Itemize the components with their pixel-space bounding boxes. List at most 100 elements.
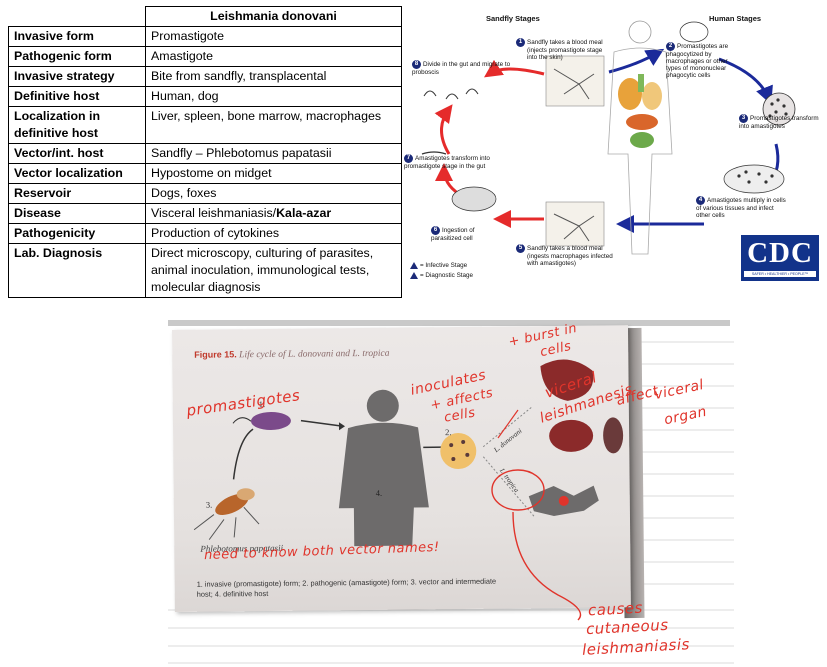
- row-key: Vector localization: [8, 163, 146, 184]
- row-value: Bite from sandfly, transplacental: [145, 66, 402, 87]
- disease-plain: Visceral leishmaniasis/: [151, 206, 277, 220]
- step-6-text: Ingestion of parasitized cell: [431, 227, 475, 242]
- row-key: Vector/int. host: [8, 143, 146, 164]
- row-value: Human, dog: [145, 86, 402, 107]
- amastigote-cells: [440, 433, 477, 470]
- row-value: Liver, spleen, bone marrow, macrophages: [145, 106, 402, 144]
- table-header-row: Leishmania donovani: [8, 6, 402, 27]
- cdc-cycle-arrows: [421, 20, 796, 255]
- promastigotes-gut: [423, 88, 479, 100]
- table-header-title: Leishmania donovani: [145, 6, 402, 27]
- step-1-number: 1: [516, 38, 525, 47]
- legend-infective-text: = Infective Stage: [420, 262, 468, 270]
- diagnostic-triangle-icon: [410, 272, 418, 279]
- row-value: Hypostome on midget: [145, 163, 402, 184]
- row-key: Lab. Diagnosis: [8, 243, 146, 298]
- row-value: Dogs, foxes: [145, 183, 402, 204]
- textbook-illustration: [193, 359, 624, 547]
- multiplying-cells: [723, 164, 785, 194]
- parasitized-cell: [451, 186, 497, 212]
- row-key: Disease: [8, 203, 146, 224]
- step-2-number: 2: [666, 42, 675, 51]
- amastigote-gut: [421, 151, 447, 155]
- row-key: Reservoir: [8, 183, 146, 204]
- legend-infective: = Infective Stage: [410, 262, 467, 269]
- row-value: Visceral leishmaniasis/Kala-azar: [145, 203, 402, 224]
- disease-bold: Kala-azar: [276, 206, 332, 220]
- step-8-number: 8: [412, 60, 421, 69]
- cdc-logo: CDC SAFER • HEALTHIER • PEOPLE™: [741, 235, 819, 281]
- step-5-number: 5: [516, 244, 525, 253]
- step-8-text: Divide in the gut and migrate to probosc…: [412, 61, 511, 76]
- human-silhouette: [338, 389, 429, 547]
- infective-triangle-icon: [410, 262, 418, 269]
- row-key: Pathogenic form: [8, 46, 146, 67]
- legend-diagnostic: = Diagnostic Stage: [410, 272, 473, 279]
- cdc-logo-tagline: SAFER • HEALTHIER • PEOPLE™: [744, 271, 816, 277]
- step-6-number: 6: [431, 226, 440, 235]
- step-1-sub: (injects promastigote stage into the ski…: [527, 47, 603, 61]
- promastigote-figure: [250, 411, 291, 430]
- row-key: Definitive host: [8, 86, 146, 107]
- liver-figure: [540, 359, 594, 401]
- human-stages-heading: Human Stages: [709, 14, 762, 23]
- step-3-number: 3: [739, 114, 748, 123]
- row-value: Sandfly – Phlebotomus papatasii: [145, 143, 402, 164]
- label-num-2: 2.: [445, 427, 452, 438]
- row-key: Invasive strategy: [8, 66, 146, 87]
- photo-top-divider: [168, 320, 730, 326]
- step-5-sub: (ingests macrophages infected with amast…: [527, 253, 613, 267]
- arrow-6-7: [435, 163, 460, 196]
- human-body-figure: [607, 20, 673, 255]
- row-key: Invasive form: [8, 26, 146, 47]
- arrow-1-2: [608, 48, 665, 74]
- textbook-page: Figure 15. Life cycle of L. donovani and…: [172, 325, 631, 612]
- sandfly-figure: [193, 488, 260, 540]
- figure-caption: 1. invasive (promastigote) form; 2. path…: [196, 576, 497, 599]
- legend-diagnostic-text: = Diagnostic Stage: [420, 272, 474, 280]
- cdc-logo-text: CDC: [747, 237, 813, 269]
- row-value: Direct microscopy, culturing of parasite…: [145, 243, 402, 298]
- step-4-text: Amastigotes multiply in cells of various…: [696, 197, 786, 219]
- step-2-text: Promastigotes are phagocytized by macrop…: [666, 43, 729, 79]
- textbook-photo: Figure 15. Life cycle of L. donovani and…: [168, 320, 734, 667]
- label-num-3: 3.: [205, 499, 213, 510]
- step-7-text: Amastigotes transform into promastigote …: [404, 155, 490, 170]
- row-value: Amastigote: [145, 46, 402, 67]
- step-5-text: Sandfly takes a blood meal: [527, 245, 603, 253]
- row-value: Promastigote: [145, 26, 402, 47]
- arrow-8-1: [484, 59, 545, 78]
- sandfly-image-top: [545, 55, 605, 107]
- spleen-figure: [549, 419, 594, 452]
- arrow-7-8: [434, 104, 453, 155]
- row-key: Pathogenicity: [8, 223, 146, 244]
- sandfly-stages-heading: Sandfly Stages: [486, 14, 540, 23]
- step-4-number: 4: [696, 196, 705, 205]
- step-1-text: Sandfly takes a blood meal: [527, 39, 603, 47]
- row-value: Production of cytokines: [145, 223, 402, 244]
- macrophage-cell: [679, 21, 709, 43]
- table-header-blank: [8, 6, 146, 27]
- note-causes: causes: [587, 598, 644, 620]
